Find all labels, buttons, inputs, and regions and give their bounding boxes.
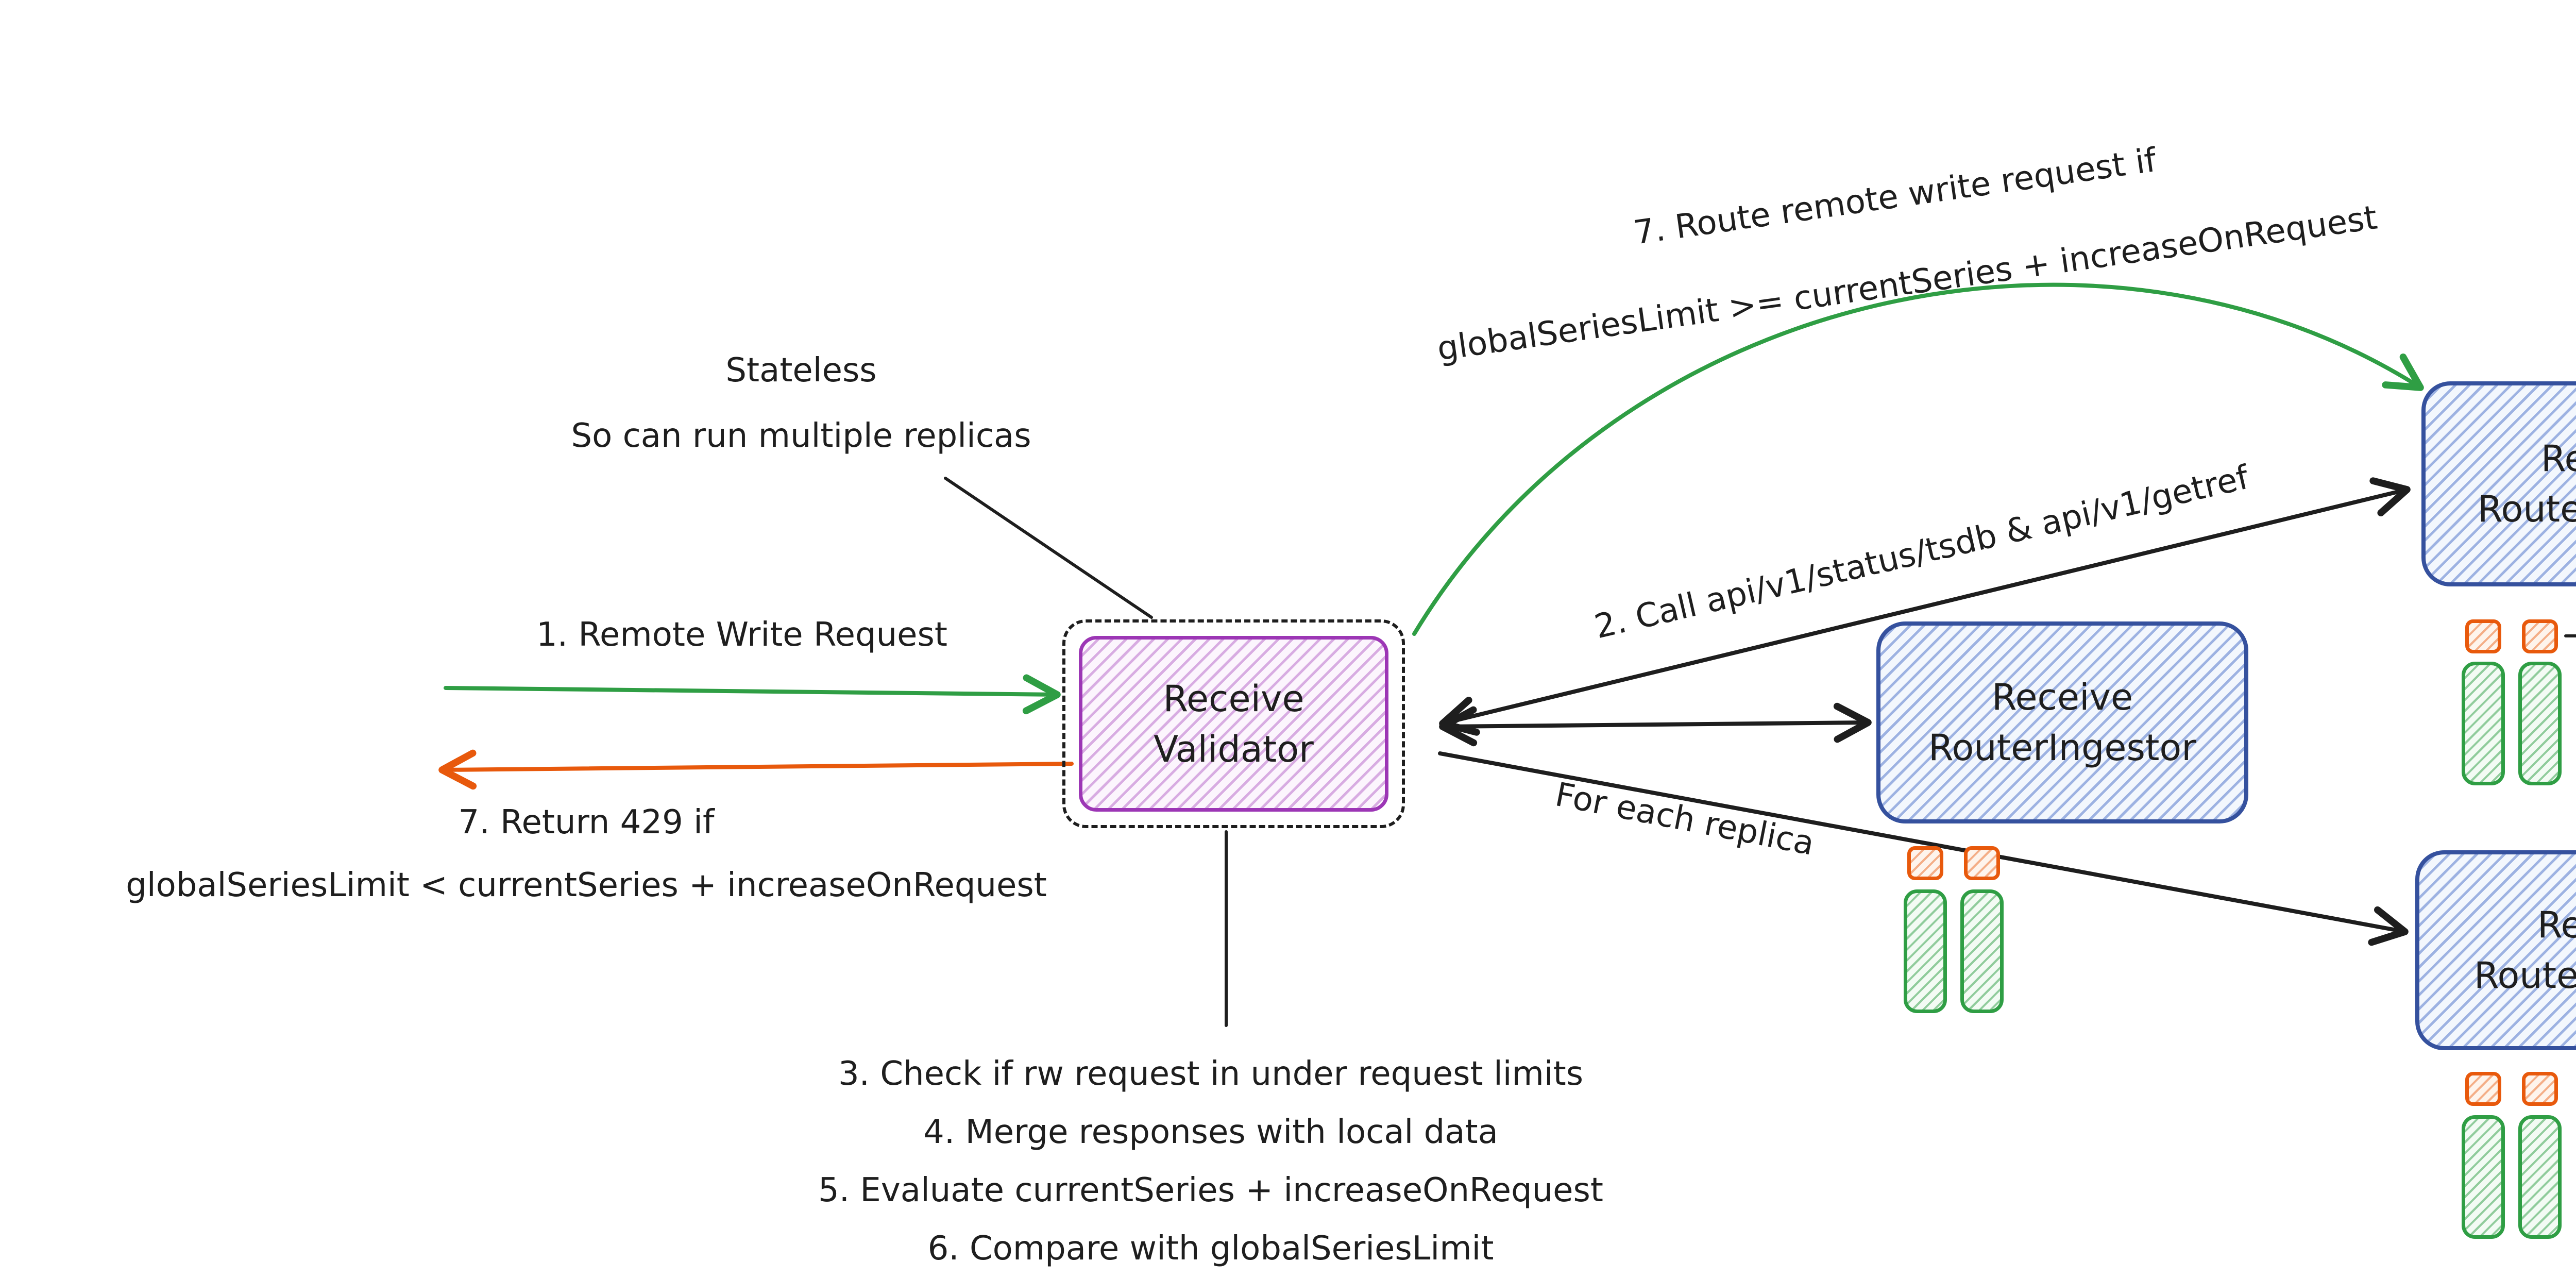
router-ingestor-bottom-node: Receive RouterIngestor xyxy=(2415,850,2576,1050)
tsdb-cylinder-icon xyxy=(2518,662,2562,785)
head-block-icon xyxy=(2465,1072,2501,1106)
for-each-replica-label: For each replica xyxy=(1552,776,1818,863)
step-4: 4. Merge responses with local data xyxy=(923,1113,1498,1151)
tsdb-cylinder-icon xyxy=(2462,662,2505,785)
arrow-return-429 xyxy=(438,749,1074,790)
router-top-label-line1: Receive xyxy=(2540,438,2576,480)
validator-label-line1: Receive xyxy=(1163,677,1304,720)
remote-write-label: 1. Remote Write Request xyxy=(536,616,947,654)
tsdb-cylinder-icon xyxy=(2518,1115,2562,1239)
validator-steps-note: 3. Check if rw request in under request … xyxy=(818,1045,1603,1278)
stateless-note-line1: Stateless xyxy=(725,351,877,390)
router-middle-label-line2: RouterIngestor xyxy=(1928,727,2196,769)
arrow-remote-write-request xyxy=(444,674,1061,715)
return-429-label: 7. Return 429 if globalSeriesLimit < cur… xyxy=(126,791,1047,917)
return-429-line2: globalSeriesLimit < currentSeries + incr… xyxy=(126,866,1047,904)
line-stateless-pointer xyxy=(944,477,1153,619)
receive-validator-body: Receive Validator xyxy=(1079,636,1388,812)
head-block-icon xyxy=(2522,1072,2558,1106)
validator-label-line2: Validator xyxy=(1154,728,1314,770)
tsdb-cylinder-icon xyxy=(1904,889,1947,1013)
return-429-line1: 7. Return 429 if xyxy=(458,803,715,842)
tsdb-cylinder-icon xyxy=(1960,889,2004,1013)
router-bottom-label-line1: Receive xyxy=(2537,904,2576,946)
head-block-icon xyxy=(1907,846,1943,880)
head-block-icon xyxy=(1964,846,2000,880)
router-ingestor-middle-node: Receive RouterIngestor xyxy=(1876,621,2248,823)
router-middle-label-line1: Receive xyxy=(1991,676,2133,718)
router-top-label-line2: RouterIngestor xyxy=(2477,488,2576,530)
call-api-label: 2. Call api/v1/status/tsdb & api/v1/getr… xyxy=(1591,458,2252,647)
receive-validator-node: Receive Validator xyxy=(1062,619,1405,828)
stateless-note: Stateless So can run multiple replicas xyxy=(571,338,1031,469)
stateless-note-line2: So can run multiple replicas xyxy=(571,417,1031,455)
step-6: 6. Compare with globalSeriesLimit xyxy=(927,1230,1494,1268)
route-condition-label: 7. Route remote write request if globalS… xyxy=(1419,88,2383,393)
head-block-icon xyxy=(2522,619,2558,653)
step-5: 5. Evaluate currentSeries + increaseOnRe… xyxy=(818,1171,1603,1209)
router-bottom-label-line2: RouterIngestor xyxy=(2473,954,2576,997)
head-block-icon xyxy=(2465,619,2501,653)
step-3: 3. Check if rw request in under request … xyxy=(838,1055,1584,1093)
router-ingestor-top-node: Receive RouterIngestor xyxy=(2421,381,2576,586)
arrow-validator-middle-router xyxy=(1439,702,1872,747)
tsdb-cylinder-icon xyxy=(2462,1115,2505,1239)
